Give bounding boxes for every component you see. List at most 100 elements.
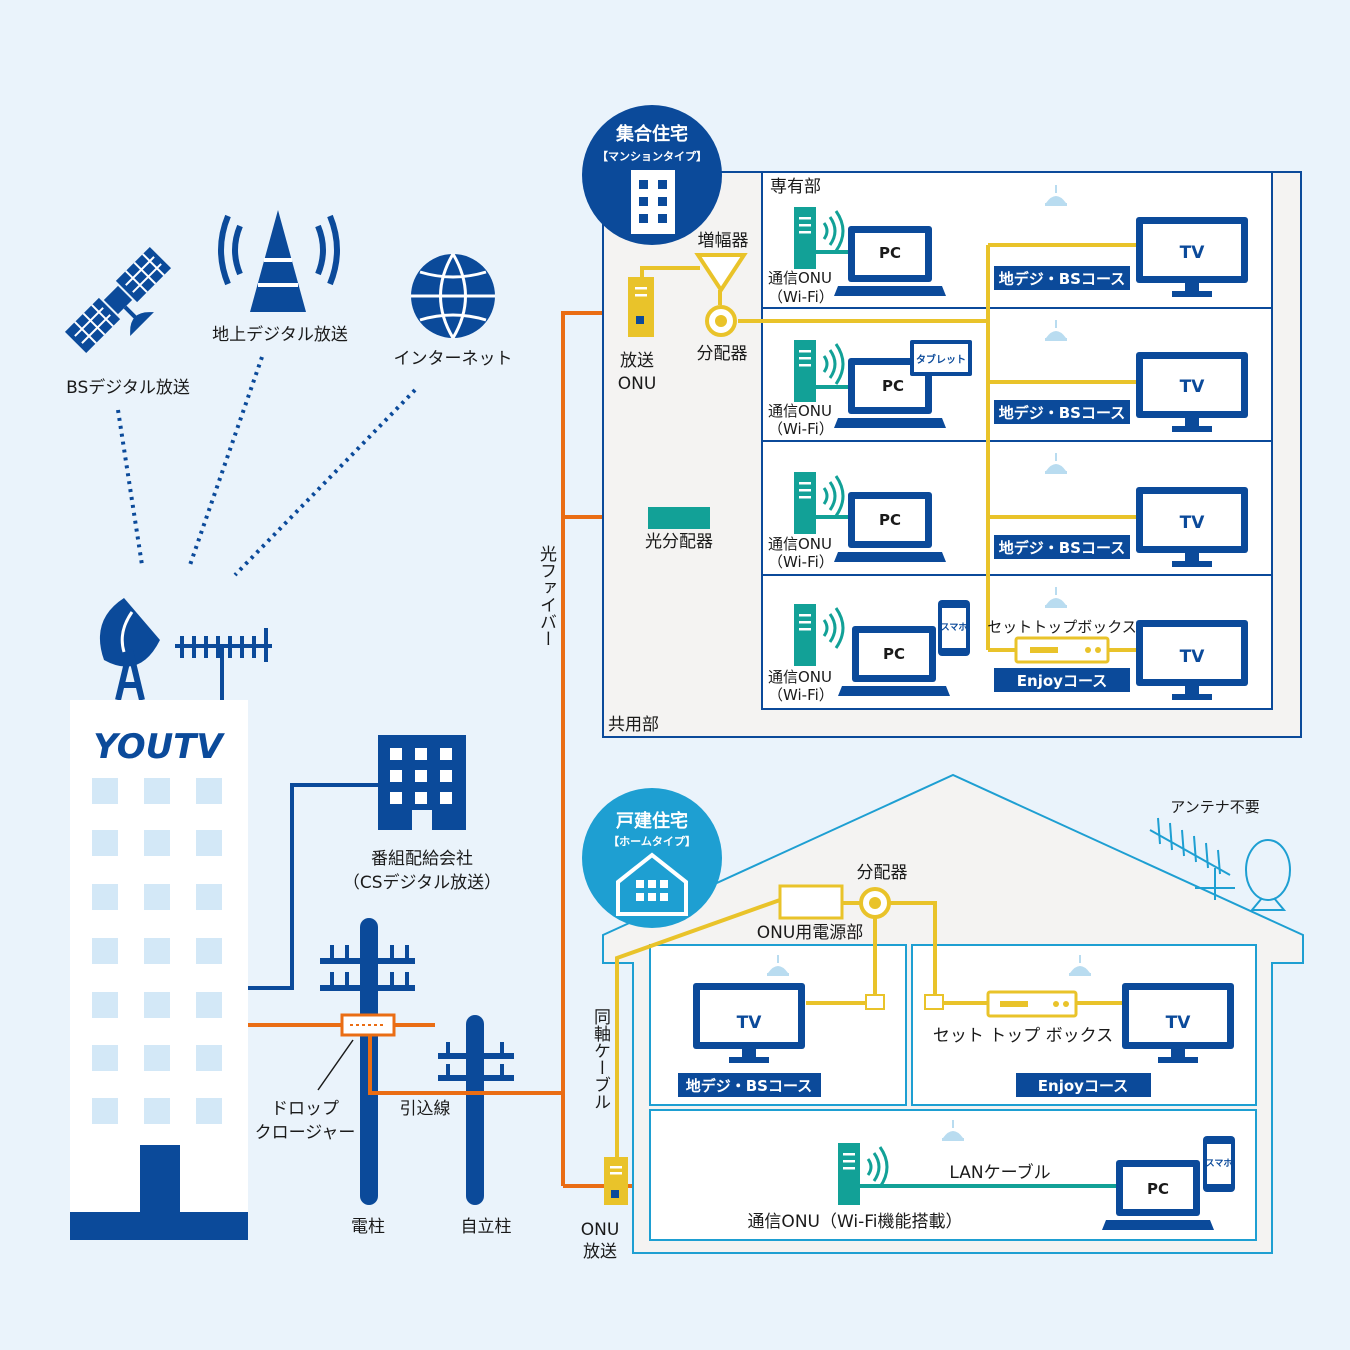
antenna-not-needed-icon: [1149, 817, 1291, 911]
onu-label: 通信ONU: [768, 668, 832, 686]
terrestrial-label: 地上デジタル放送: [212, 324, 348, 345]
onu-label-sub: （Wi-Fi）: [768, 420, 834, 438]
hoso-onu-label-1: 放送: [620, 351, 654, 371]
onu-label: 通信ONU: [768, 535, 832, 553]
course-badge: [994, 668, 1130, 692]
mansion-badge: 集合住宅 【マンションタイプ】: [582, 105, 722, 245]
house-coax-lines: [615, 898, 1124, 1158]
course-badge: [1016, 1073, 1151, 1097]
cs-company-sub: （CSデジタル放送）: [343, 872, 501, 893]
house-icon: [616, 852, 688, 916]
apartment-building-icon: [631, 170, 675, 234]
pc-label: PC: [883, 645, 905, 663]
house-pc-label: PC: [1147, 1180, 1169, 1198]
pc-label: PC: [879, 511, 901, 529]
course-label: 地デジ・BSコース: [999, 270, 1126, 288]
uhf-antenna-icon: [175, 628, 272, 700]
onu-label: 通信ONU: [768, 269, 832, 287]
course-label: 地デジ・BSコース: [999, 404, 1126, 422]
course-badge: [994, 535, 1130, 559]
antenna-not-needed-label: アンテナ不要: [1170, 798, 1259, 816]
course-badge: [994, 266, 1130, 290]
mansion-badge-sub: 【マンションタイプ】: [597, 149, 707, 163]
youtv-building: YOUTV: [70, 700, 248, 1240]
drop-closure-label-2: クロージャー: [255, 1123, 356, 1143]
utility-pole-icon: [320, 918, 415, 1205]
denchu-label: 電柱: [351, 1217, 385, 1237]
set-top-box-icon: [1014, 636, 1110, 664]
senyu-label: 専有部: [770, 177, 821, 197]
onu-label-sub: （Wi-Fi）: [768, 553, 834, 571]
tv-label: TV: [1180, 513, 1206, 533]
onu-label-sub: （Wi-Fi）: [768, 686, 834, 704]
pc-label: PC: [879, 244, 901, 262]
amplifier-icon: [694, 253, 748, 294]
broadcast-onu-icon: [628, 277, 654, 337]
coax-label: 同軸ケーブル: [590, 1008, 611, 1110]
splitter-icon: [705, 305, 737, 337]
jiritsuchu-label: 自立柱: [461, 1217, 512, 1237]
optical-splitter-label: 光分配器: [645, 532, 713, 552]
tv-label: TV: [1180, 243, 1206, 263]
house-comm-onu-label: 通信ONU（Wi-Fi機能搭載）: [747, 1212, 962, 1232]
kyoyo-label: 共用部: [608, 715, 659, 735]
house-onu-label-1: ONU: [581, 1220, 620, 1240]
mansion-unit-1: PC 通信ONU （Wi-Fi） TV 地デジ・BSコース: [768, 205, 1248, 306]
tv-label: TV: [1180, 647, 1206, 667]
broadcast-tower-icon: [218, 210, 340, 312]
splitter-label: 分配器: [697, 344, 748, 364]
house-broadcast-onu-icon: [604, 1157, 628, 1205]
globe-icon: [411, 253, 495, 339]
hoso-onu-label-2: ONU: [618, 374, 657, 394]
signal-dotted-lines: [116, 356, 417, 577]
house-badge-sub: 【ホームタイプ】: [608, 834, 696, 848]
house-badge: 戸建住宅 【ホームタイプ】: [582, 788, 722, 928]
fiber-label: 光ファイバー: [536, 545, 557, 647]
course-label: 地デジ・BSコース: [999, 539, 1126, 557]
self-standing-pole-icon: [438, 1015, 514, 1205]
house-stb-label: セット トップ ボックス: [933, 1026, 1113, 1046]
house-splitter-label: 分配器: [857, 863, 908, 883]
tv-label: TV: [1180, 377, 1206, 397]
course-label: Enjoyコース: [1017, 672, 1107, 690]
house-badge-title: 戸建住宅: [616, 810, 688, 832]
optical-splitter-icon: [648, 507, 710, 529]
house-tv-right-label: TV: [1166, 1013, 1192, 1033]
onu-label: 通信ONU: [768, 402, 832, 420]
mansion-unit-4: PC スマホ 通信ONU （Wi-Fi） TV セットトップボックス Enjoy…: [768, 600, 1248, 704]
course-badge: [678, 1073, 821, 1097]
drop-closure-pointer: [317, 1039, 354, 1091]
drop-closure: [340, 1013, 396, 1037]
parabolic-dish-icon: [99, 598, 160, 701]
pc-label: PC: [882, 377, 904, 395]
onu-label-sub: （Wi-Fi）: [768, 288, 834, 306]
hikikomi-label: 引込線: [400, 1099, 451, 1119]
house-set-top-box-icon: [986, 990, 1078, 1018]
house-course-right: Enjoyコース: [1038, 1077, 1128, 1095]
wall-outlet-icon: [865, 994, 885, 1010]
mansion-unit-3: PC 通信ONU （Wi-Fi） TV 地デジ・BSコース: [768, 470, 1248, 571]
smartphone-label: スマホ: [941, 622, 968, 633]
wall-outlet-icon: [924, 994, 944, 1010]
stb-label: セットトップボックス: [987, 618, 1137, 636]
cs-company-name: 番組配給会社: [371, 849, 473, 869]
mansion-unit-2: PC タブレット 通信ONU （Wi-Fi） TV 地デジ・BSコース: [768, 338, 1248, 438]
tablet-label: タブレット: [916, 353, 966, 366]
house-course-left: 地デジ・BSコース: [686, 1077, 813, 1095]
onu-power-label: ONU用電源部: [757, 923, 864, 943]
house-smartphone-label: スマホ: [1206, 1158, 1233, 1169]
cs-link-line: [248, 783, 378, 990]
lan-cable-label: LANケーブル: [949, 1162, 1050, 1183]
satellite-icon: [64, 246, 172, 354]
house-tv-left-label: TV: [737, 1013, 763, 1033]
bs-label: BSデジタル放送: [66, 377, 190, 398]
onu-power-unit: [778, 884, 844, 920]
course-badge: [994, 400, 1130, 424]
house-onu-label-2: 放送: [583, 1242, 617, 1262]
mansion-badge-title: 集合住宅: [615, 123, 688, 145]
internet-label: インターネット: [394, 349, 513, 369]
youtv-logo: YOUTV: [93, 727, 225, 767]
amplifier-label: 増幅器: [698, 231, 749, 251]
drop-closure-label-1: ドロップ: [271, 1099, 339, 1119]
